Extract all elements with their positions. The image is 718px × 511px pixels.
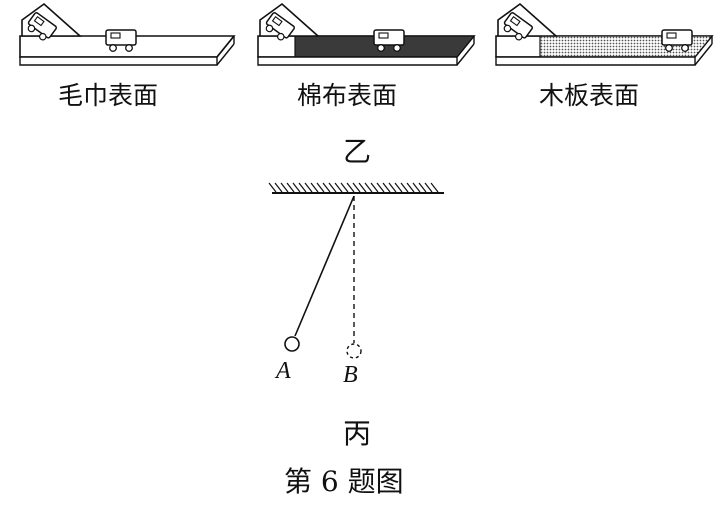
- figure-caption: 第 6 题图: [284, 465, 404, 498]
- board-surface-setup: [495, 3, 714, 66]
- subfigure-yi-caption: 乙: [343, 135, 372, 168]
- pendulum-diagram: [268, 182, 444, 359]
- string-at-a: [294, 195, 355, 337]
- cotton-surface-label: 棉布表面: [297, 81, 398, 110]
- point-b-label: B: [343, 362, 358, 388]
- board-surface-label: 木板表面: [539, 81, 640, 110]
- point-a-label: A: [276, 358, 291, 384]
- bob-a: [284, 336, 300, 352]
- cotton-surface-setup: [257, 3, 476, 66]
- towel-surface-label: 毛巾表面: [58, 81, 159, 110]
- bob-b: [346, 343, 362, 359]
- subfigure-bing-caption: 丙: [343, 417, 372, 450]
- ceiling-hatching: [268, 182, 439, 193]
- towel-surface-setup: [19, 3, 236, 66]
